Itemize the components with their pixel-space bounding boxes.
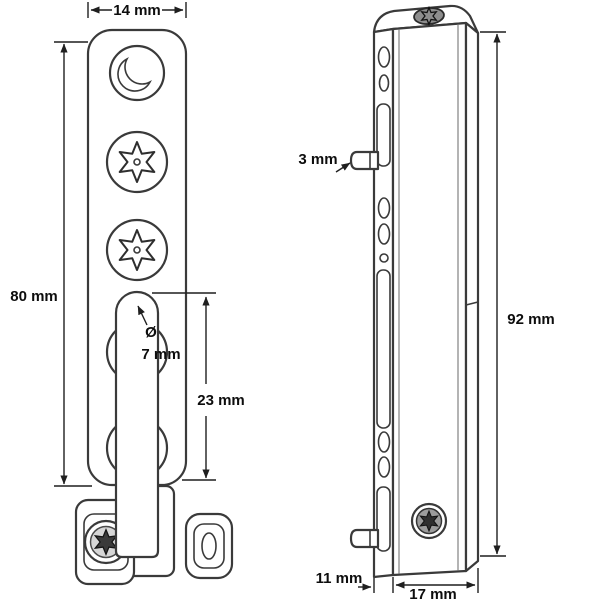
lower-pin (349, 528, 380, 549)
dim-label-pin-thickness: 3 mm (298, 151, 337, 168)
screw-hole-1 (105, 130, 169, 194)
front-face (391, 21, 468, 577)
dimension-annotations: 14 mm 80 mm Ø 7 mm 23 mm 3 mm 92 mm 11 m… (10, 2, 555, 600)
dim-label-top-width: 14 mm (113, 2, 161, 19)
dim-label-left-height: 80 mm (10, 288, 58, 305)
screw-hole-2 (105, 218, 169, 282)
edge-slots (376, 46, 391, 552)
left-view-part (74, 28, 234, 586)
dim-label-bottom-width: 17 mm (409, 586, 457, 600)
dim-label-right-height: 92 mm (507, 311, 555, 328)
dim-label-bottom-depth: 11 mm (316, 570, 363, 587)
dim-label-pin-length: 23 mm (197, 392, 245, 409)
crescent-detail (117, 57, 152, 92)
side-face (464, 21, 480, 573)
dim-label-diameter-symbol: Ø (145, 324, 157, 341)
dim-label-diameter-value: 7 mm (141, 346, 180, 363)
right-view-part (349, 4, 480, 579)
locking-pin (114, 290, 160, 559)
upper-pin (349, 150, 380, 171)
right-block (184, 512, 234, 580)
